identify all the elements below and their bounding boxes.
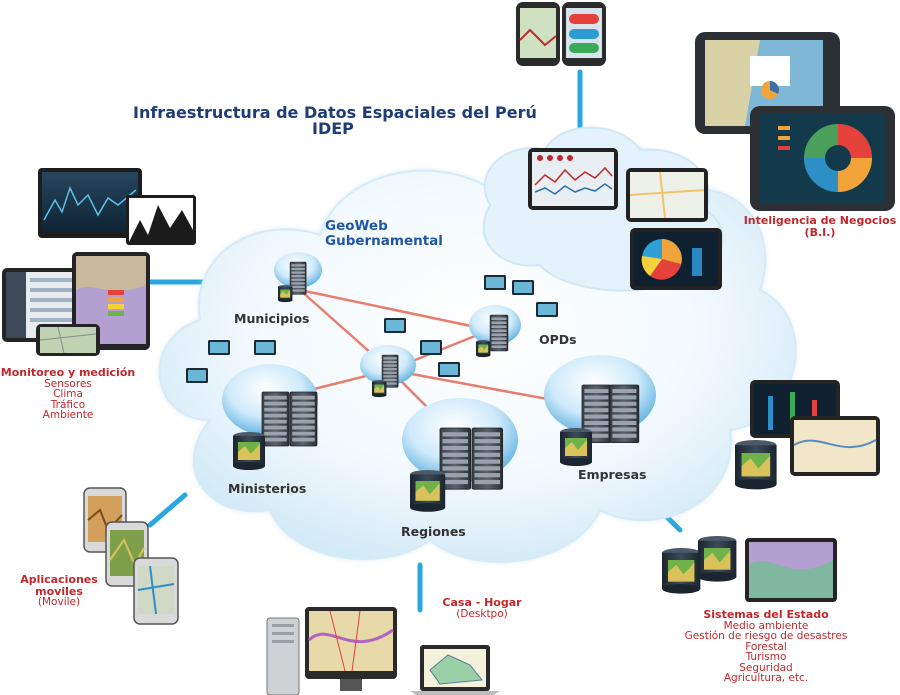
sistemas-item: Agricultura, etc. (723, 672, 809, 684)
node-municipios-graphic (274, 252, 322, 303)
monitoreo-heading: Monitoreo y medición (0, 366, 136, 379)
casa-heading: Casa - Hogar (442, 596, 522, 609)
bi-block: Inteligencia de Negocios (B.I.) (740, 215, 900, 238)
node-empresas-graphic (544, 355, 656, 466)
bi-heading-line2: (B.I.) (804, 225, 836, 239)
sistemas-heading: Sistemas del Estado (703, 608, 829, 621)
monitoreo-item: Sensores (44, 377, 92, 390)
apps-subtitle: (Movile) (37, 596, 81, 608)
sistemas-item: Seguridad (739, 661, 793, 674)
diagram-title-line2: IDEP (312, 119, 354, 138)
node-opds-graphic (469, 275, 558, 358)
node-ministerios-graphic (186, 340, 318, 470)
cloud-title-line1: GeoWeb (325, 218, 388, 234)
monitoreo-item: Ambiente (42, 409, 94, 421)
apps-block: Aplicaciones moviles (Movile) (14, 574, 104, 608)
casa-block: Casa - Hogar (Desktpo) (436, 597, 528, 619)
diagram-title-line1: Infraestructura de Datos Espaciales del … (133, 103, 537, 122)
sistemas-item: Turismo (745, 651, 787, 663)
top-phones (516, 2, 606, 66)
sistemas-item: Medio ambiente (723, 619, 809, 632)
node-label-ministerios: Ministerios (228, 481, 307, 496)
node-hub-graphic (360, 318, 460, 398)
monitoreo-block: Monitoreo y medición Sensores Clima Tráf… (0, 367, 136, 421)
node-label-opds: OPDs (539, 332, 577, 347)
cloud-title-line2: Gubernamental (325, 233, 443, 249)
monitoreo-item: Clima (53, 388, 83, 400)
sistemas-devices (662, 380, 880, 602)
node-label-regiones: Regiones (401, 524, 466, 539)
node-label-municipios: Municipios (234, 311, 310, 326)
sistemas-item: Gestión de riesgo de desastres (684, 630, 848, 642)
monitoring-devices (2, 168, 196, 356)
casa-subtitle: (Desktpo) (456, 607, 508, 620)
node-regiones-graphic (402, 398, 518, 512)
apps-heading-line1: Aplicaciones (20, 573, 98, 586)
desktop-devices (266, 607, 500, 695)
sistemas-block: Sistemas del Estado Medio ambiente Gesti… (666, 609, 866, 684)
bi-heading-line1: Inteligencia de Negocios (743, 214, 897, 227)
sistemas-item: Forestal (745, 640, 787, 653)
mobile-app-devices (83, 487, 179, 625)
bi-monitors (528, 32, 895, 290)
apps-heading-line2: moviles (35, 584, 83, 598)
node-label-empresas: Empresas (578, 467, 647, 482)
monitoreo-item: Tráfico (50, 398, 86, 411)
